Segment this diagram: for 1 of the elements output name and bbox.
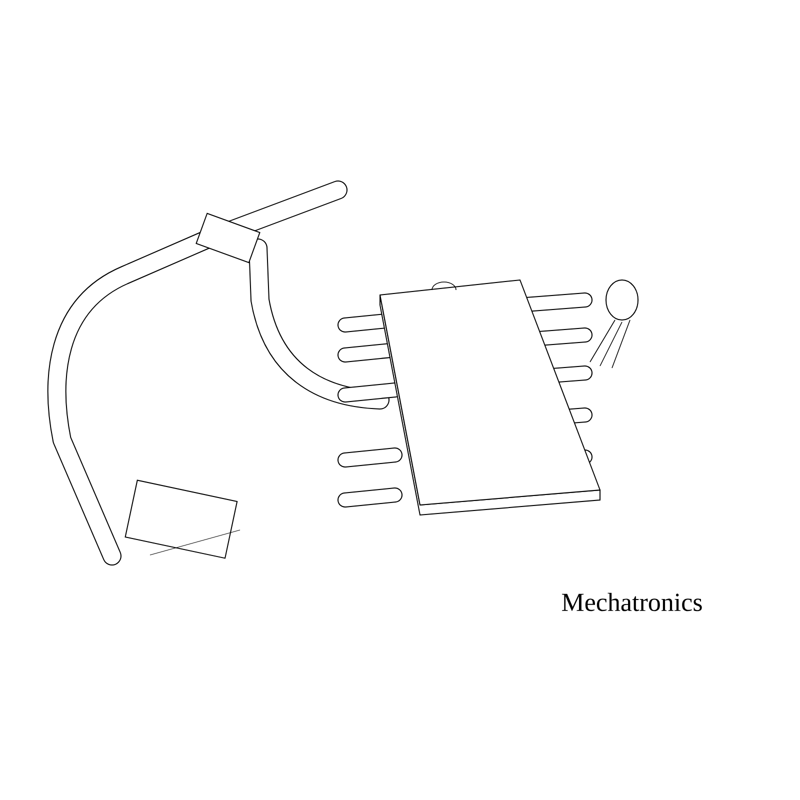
caption: Mechatronics xyxy=(562,592,702,612)
